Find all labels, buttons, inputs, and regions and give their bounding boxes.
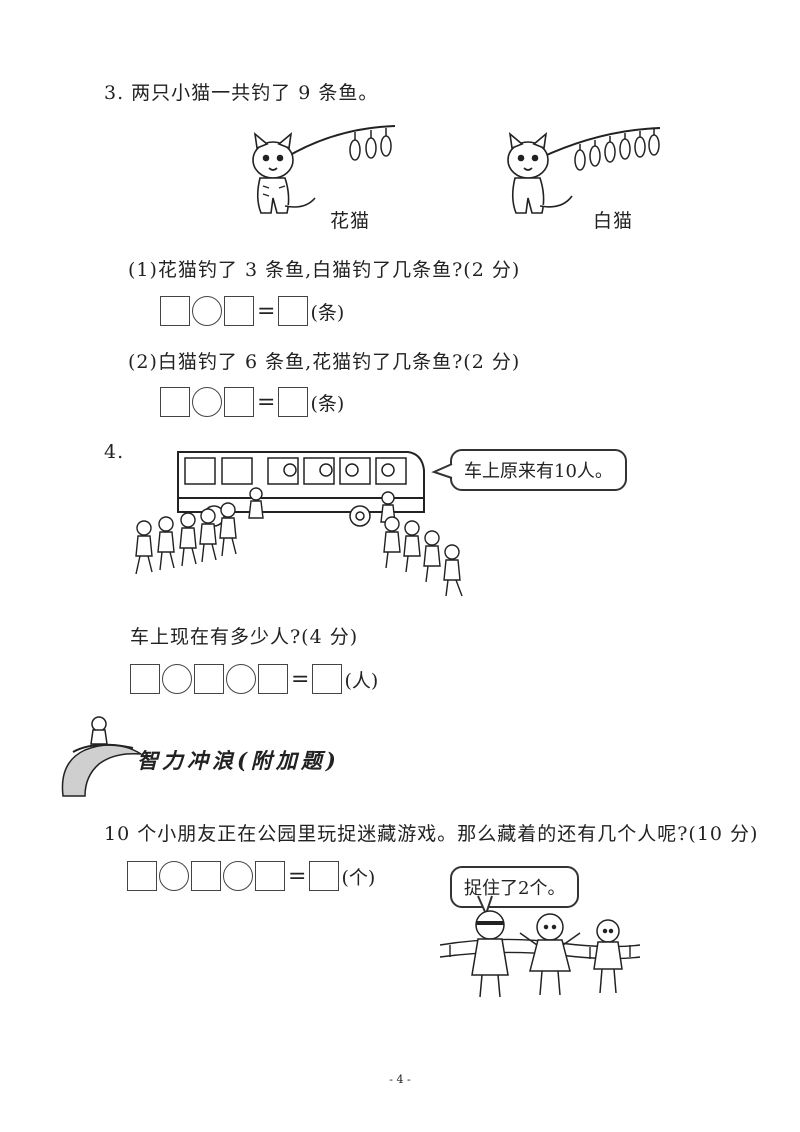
equals-sign: = bbox=[257, 298, 276, 324]
answer-box[interactable] bbox=[224, 296, 254, 326]
answer-box[interactable] bbox=[130, 664, 160, 694]
q3-sub2-equation: = (条) bbox=[160, 387, 344, 417]
q3-sub2-text: (2)白猫钓了 6 条鱼,花猫钓了几条鱼?(2 分) bbox=[128, 351, 521, 373]
answer-box[interactable] bbox=[258, 664, 288, 694]
answer-box[interactable] bbox=[191, 861, 221, 891]
children-playing-illustration bbox=[439, 910, 641, 998]
result-box[interactable] bbox=[278, 296, 309, 326]
answer-box[interactable] bbox=[194, 664, 224, 694]
operator-circle[interactable] bbox=[162, 664, 192, 694]
q4-number: 4. bbox=[104, 441, 125, 463]
result-box[interactable] bbox=[309, 861, 340, 891]
equals-sign: = bbox=[288, 863, 307, 889]
result-box[interactable] bbox=[278, 387, 309, 417]
equals-sign: = bbox=[257, 389, 276, 415]
surfer-illustration bbox=[61, 716, 142, 797]
white-cat-illustration bbox=[507, 127, 661, 214]
bubble-tail bbox=[431, 463, 453, 479]
q3-title: 3. 两只小猫一共钓了 9 条鱼。 bbox=[104, 82, 379, 104]
answer-box[interactable] bbox=[160, 387, 190, 417]
tabby-cat-label: 花猫 bbox=[330, 210, 371, 232]
bonus-equation: = (个) bbox=[127, 861, 375, 891]
q3-sub1-equation: = (条) bbox=[160, 296, 344, 326]
q4-equation: = (人) bbox=[130, 664, 378, 694]
white-cat-label: 白猫 bbox=[593, 210, 634, 232]
result-box[interactable] bbox=[312, 664, 343, 694]
operator-circle[interactable] bbox=[223, 861, 253, 891]
unit-label: (人) bbox=[344, 669, 379, 692]
answer-box[interactable] bbox=[224, 387, 254, 417]
bonus-heading: 智力冲浪(附加题) bbox=[137, 748, 340, 773]
operator-circle[interactable] bbox=[226, 664, 256, 694]
equals-sign: = bbox=[291, 666, 310, 692]
operator-circle[interactable] bbox=[192, 296, 222, 326]
unit-label: (条) bbox=[310, 392, 345, 415]
answer-box[interactable] bbox=[127, 861, 157, 891]
seek-speech-bubble: 捉住了2个。 bbox=[450, 866, 580, 908]
bus-illustration bbox=[135, 451, 463, 597]
operator-circle[interactable] bbox=[159, 861, 189, 891]
operator-circle[interactable] bbox=[192, 387, 222, 417]
q3-sub1-text: (1)花猫钓了 3 条鱼,白猫钓了几条鱼?(2 分) bbox=[128, 259, 521, 281]
bus-speech-bubble: 车上原来有10人。 bbox=[450, 449, 627, 491]
q4-question: 车上现在有多少人?(4 分) bbox=[130, 626, 359, 648]
answer-box[interactable] bbox=[255, 861, 285, 891]
unit-label: (条) bbox=[310, 301, 345, 324]
tabby-cat-illustration bbox=[252, 125, 396, 214]
page-number: - 4 - bbox=[389, 1073, 411, 1086]
answer-box[interactable] bbox=[160, 296, 190, 326]
bonus-question: 10 个小朋友正在公园里玩捉迷藏游戏。那么藏着的还有几个人呢?(10 分) bbox=[104, 823, 759, 845]
unit-label: (个) bbox=[341, 866, 376, 889]
